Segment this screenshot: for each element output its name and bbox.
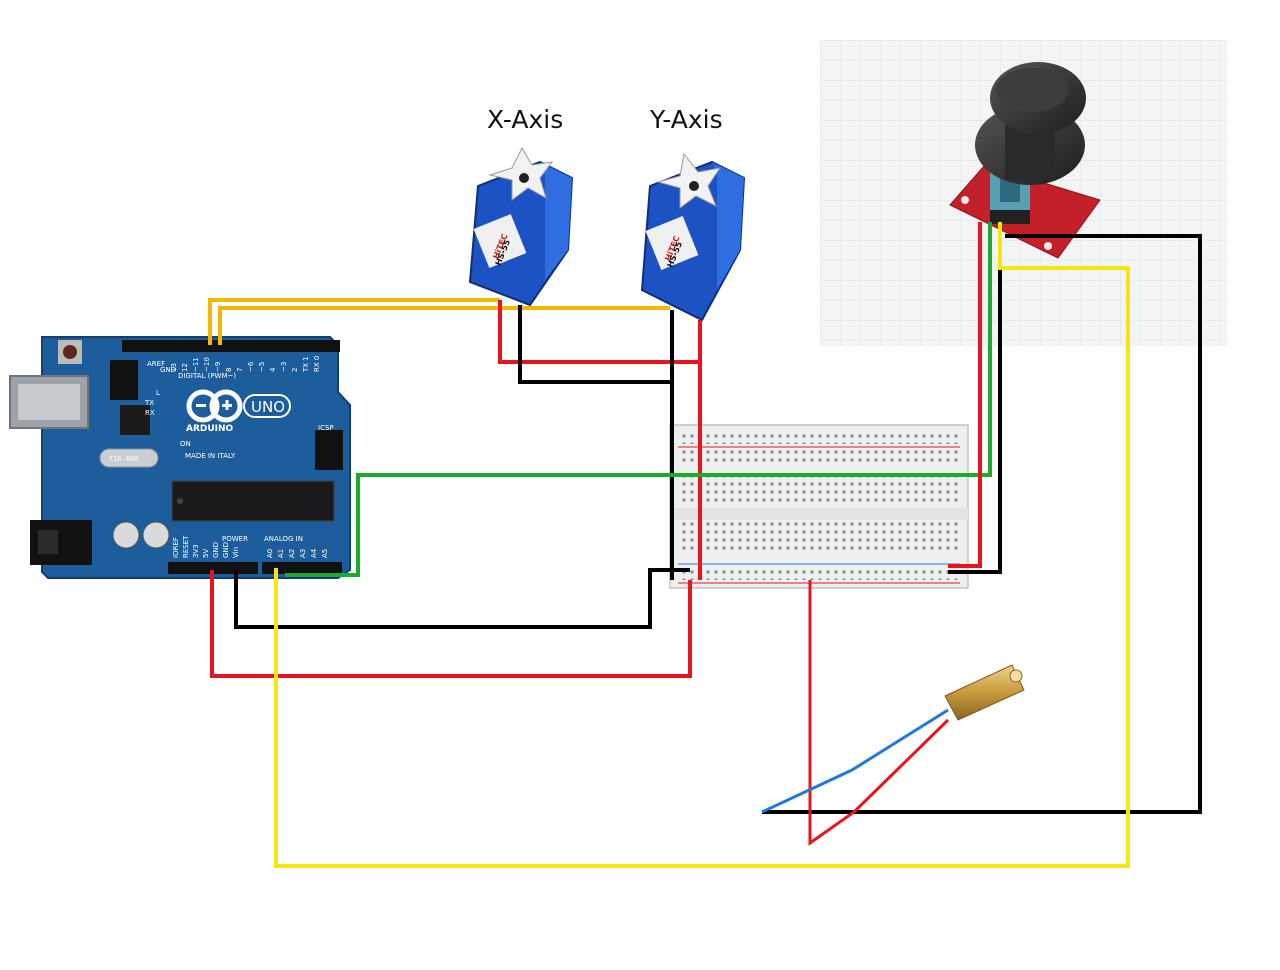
x-axis-label: X-Axis bbox=[487, 105, 563, 134]
model-label: UNO bbox=[251, 398, 285, 416]
aref-label: AREF bbox=[147, 360, 165, 368]
power-pin-label-6: Vin bbox=[232, 547, 240, 558]
wire-yellow-analog bbox=[274, 222, 1130, 868]
digital-pin-label-12: TX 1 bbox=[302, 356, 310, 373]
analog-pin-label-0: A0 bbox=[266, 549, 274, 558]
joystick-module bbox=[820, 40, 1227, 346]
arduino-uno-board: T16.000 UNO ARDUINO DIGITAL (PWM~) MADE … bbox=[9, 336, 351, 579]
crystal-label: T16.000 bbox=[109, 455, 139, 463]
wire-servo-x-signal bbox=[208, 298, 500, 345]
wire-laser-blue bbox=[761, 708, 949, 814]
digital-pin-label-5: 8 bbox=[225, 368, 233, 372]
digital-pin-label-0: 13 bbox=[170, 363, 178, 372]
analog-pin-label-1: A1 bbox=[277, 549, 285, 558]
wire-laser-red bbox=[808, 580, 950, 846]
digital-pin-label-10: ~3 bbox=[280, 362, 288, 372]
power-pin-label-4: GND bbox=[212, 542, 220, 558]
digital-pin-label-9: 4 bbox=[269, 367, 277, 372]
analog-label: ANALOG IN bbox=[264, 535, 303, 543]
servo-x-axis: HiTEC HS-55 bbox=[468, 146, 574, 307]
laser-diode-module bbox=[944, 664, 1025, 721]
digital-pin-label-3: ~10 bbox=[203, 357, 211, 372]
digital-pin-label-4: ~9 bbox=[214, 362, 222, 372]
breadboard bbox=[669, 424, 969, 589]
digital-pin-label-11: 2 bbox=[291, 368, 299, 372]
digital-pin-label-1: 12 bbox=[181, 363, 189, 372]
arduino-logo bbox=[186, 389, 243, 423]
analog-pin-label-4: A4 bbox=[310, 548, 318, 558]
wire-arduino-gnd bbox=[234, 568, 690, 629]
analog-pin-label-5: A5 bbox=[321, 549, 329, 558]
wires bbox=[208, 222, 1202, 868]
y-axis-label: Y-Axis bbox=[649, 105, 723, 134]
analog-pin-label-3: A3 bbox=[299, 549, 307, 558]
brand-label: ARDUINO bbox=[186, 424, 234, 434]
digital-pin-label-2: ~11 bbox=[192, 357, 200, 372]
made-in-label: MADE IN ITALY bbox=[185, 452, 236, 460]
digital-pin-label-6: 7 bbox=[236, 368, 244, 372]
gnd-label: GND bbox=[160, 366, 176, 374]
digital-pin-label-7: ~6 bbox=[247, 361, 255, 372]
tx-label: TX bbox=[144, 399, 154, 407]
icsp-label: ICSP bbox=[318, 424, 334, 432]
wire-servo-x-red bbox=[498, 300, 700, 364]
analog-pin-label-2: A2 bbox=[288, 549, 296, 558]
power-pin-label-1: RESET bbox=[182, 535, 190, 558]
power-pin-label-5: GND bbox=[222, 542, 230, 558]
wire-joystick-red bbox=[948, 222, 982, 568]
wire-joystick-black-long bbox=[762, 234, 1202, 814]
power-pin-label-0: IOREF bbox=[172, 537, 180, 558]
on-label: ON bbox=[180, 440, 191, 448]
servo-y-axis: HiTEC HS-55 bbox=[640, 152, 746, 322]
wire-servo-x-black bbox=[518, 305, 672, 384]
power-pin-label-2: 3V3 bbox=[192, 544, 200, 558]
digital-pin-label-13: RX 0 bbox=[313, 356, 321, 372]
power-pin-label-3: 5V bbox=[202, 549, 210, 558]
power-label: POWER bbox=[222, 535, 248, 543]
wire-green bbox=[285, 222, 992, 577]
l-label: L bbox=[156, 389, 160, 397]
digital-pin-label-8: ~5 bbox=[258, 362, 266, 372]
rx-label: RX bbox=[145, 409, 155, 417]
wire-joystick-black bbox=[948, 222, 1002, 574]
digital-label: DIGITAL (PWM~) bbox=[178, 372, 236, 380]
wire-arduino-5v bbox=[210, 570, 692, 678]
